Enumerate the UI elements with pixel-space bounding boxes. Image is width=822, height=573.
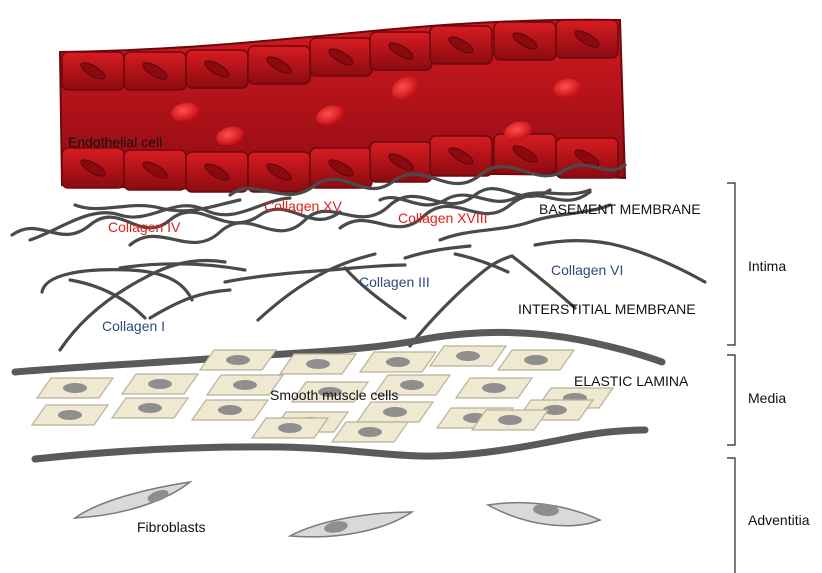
endothelial-cell [370, 32, 432, 70]
collagen-xviii-label: Collagen XVIII [398, 210, 488, 226]
fibroblast [75, 482, 190, 518]
smooth-muscle-cell [357, 402, 433, 422]
fibroblast [488, 503, 600, 526]
collagen-fiber [258, 254, 375, 320]
fibroblasts-label: Fibroblasts [137, 519, 205, 535]
layer-brackets [727, 183, 735, 573]
smooth-muscle-cell [32, 405, 108, 425]
smooth-muscle-cell [472, 410, 548, 430]
smooth-muscle-cell [456, 378, 532, 398]
smooth-muscle-cell [37, 378, 113, 398]
collagen-i-label: Collagen I [102, 318, 165, 334]
endothelial-cell [430, 136, 492, 176]
endothelial-cell [248, 46, 310, 84]
smooth-muscle-cell [122, 374, 198, 394]
smooth-muscle-cell [332, 422, 408, 442]
smooth-muscle-cell [252, 418, 328, 438]
endothelial-cell [62, 52, 124, 90]
adventitia-bracket [727, 458, 735, 573]
collagen-xv-label: Collagen XV [264, 198, 342, 214]
elastic-lamina-label: ELASTIC LAMINA [574, 373, 689, 389]
smooth-muscle-label: Smooth muscle cells [270, 387, 398, 403]
basement-membrane-label: BASEMENT MEMBRANE [539, 201, 701, 217]
smooth-muscle-cell [430, 346, 506, 366]
endothelial-cell [556, 138, 618, 178]
blood-vessel [60, 20, 625, 192]
endothelial-cell-label: Endothelial cell [68, 134, 162, 150]
media-label: Media [748, 390, 786, 406]
endothelial-cell [186, 50, 248, 88]
smooth-muscle-cell [360, 352, 436, 372]
endothelial-cell [62, 148, 124, 188]
smooth-muscle-cell [498, 350, 574, 370]
smooth-muscle-cell [192, 400, 268, 420]
collagen-fiber [455, 254, 508, 272]
collagen-fiber [60, 261, 225, 350]
endothelial-cell [430, 26, 492, 64]
endothelial-cell [556, 20, 618, 58]
collagen-iii-label: Collagen III [359, 274, 430, 290]
smooth-muscle-cell [200, 350, 276, 370]
endothelial-cell [248, 152, 310, 192]
collagen-fiber [75, 200, 240, 211]
collagen-vi-label: Collagen VI [551, 262, 623, 278]
endothelial-cell [124, 150, 186, 190]
smooth-muscle-cell [112, 398, 188, 418]
endothelial-cell [124, 52, 186, 90]
intima-label: Intima [748, 258, 786, 274]
smooth-muscle-cell [280, 354, 356, 374]
media-bracket [727, 355, 735, 445]
collagen-iv-label: Collagen IV [108, 219, 181, 235]
interstitial-membrane-label: INTERSTITIAL MEMBRANE [518, 301, 696, 317]
endothelial-cell [310, 38, 372, 76]
intima-bracket [727, 183, 735, 345]
endothelial-cell [494, 22, 556, 60]
endothelial-cell [186, 152, 248, 192]
adventitia-label: Adventitia [748, 512, 810, 528]
fibroblast [290, 512, 412, 537]
